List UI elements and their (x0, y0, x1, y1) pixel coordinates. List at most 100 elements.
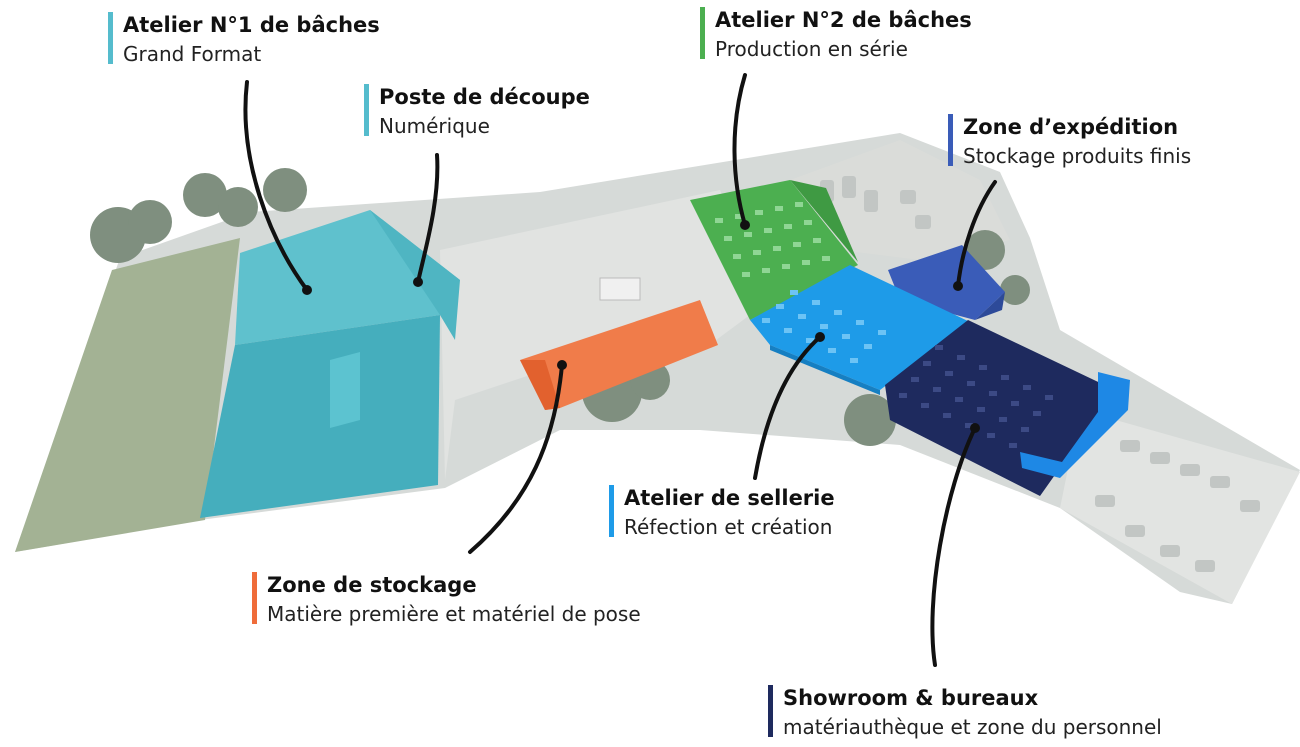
label-showroom-title: Showroom & bureaux (783, 686, 1039, 710)
roof-window (842, 334, 850, 339)
roof-window (755, 210, 763, 215)
roof-window (775, 206, 783, 211)
label-expedition: Zone d’expédition Stockage produits fini… (948, 112, 1191, 170)
roof-window (822, 256, 830, 261)
trees (90, 168, 1030, 446)
leader-atelier-1 (243, 80, 309, 292)
leader-stockage-dot (557, 360, 567, 370)
label-decoupe-title: Poste de découpe (379, 85, 590, 109)
roof-window (987, 433, 995, 438)
label-atelier-2-title: Atelier N°2 de bâches (715, 8, 972, 32)
label-showroom-bar (768, 685, 773, 737)
leader-decoupe (416, 153, 440, 284)
roof-window (820, 324, 828, 329)
roof-window (864, 344, 872, 349)
label-atelier-1-bar (108, 12, 113, 64)
grass-area (15, 238, 240, 552)
label-sellerie-subtitle: Réfection et création (624, 515, 833, 539)
roof-window (878, 330, 886, 335)
leader-decoupe-dot (413, 277, 423, 287)
roof-window (834, 310, 842, 315)
roof-window (753, 250, 761, 255)
roof-window (935, 345, 943, 350)
label-atelier-1-title: Atelier N°1 de bâches (123, 13, 380, 37)
label-showroom: Showroom & bureaux matériauthèque et zon… (768, 683, 1162, 741)
roof-window (828, 348, 836, 353)
roof-window (733, 254, 741, 259)
roof-window (999, 417, 1007, 422)
roof-window (923, 361, 931, 366)
leader-lines (243, 73, 997, 667)
roof-window (1045, 395, 1053, 400)
roof-window (762, 268, 770, 273)
label-atelier-2-bar (700, 7, 705, 59)
label-decoupe: Poste de découpe Numérique (364, 82, 590, 140)
roof-window (856, 320, 864, 325)
roof-window (764, 228, 772, 233)
roof-window (742, 272, 750, 277)
roof-window (957, 355, 965, 360)
roof-window (812, 300, 820, 305)
roof-window (762, 318, 770, 323)
roof-window (773, 246, 781, 251)
roof-window (793, 242, 801, 247)
label-showroom-subtitle: matériauthèque et zone du personnel (783, 715, 1162, 739)
roof-window (1001, 375, 1009, 380)
building-atelier-1 (200, 210, 460, 518)
leader-atelier-2-dot (740, 220, 750, 230)
leader-expedition-dot (953, 281, 963, 291)
label-stockage-title: Zone de stockage (267, 573, 477, 597)
roof-window (798, 314, 806, 319)
roof-window (813, 238, 821, 243)
label-atelier-2-subtitle: Production en série (715, 37, 908, 61)
roof-window (795, 202, 803, 207)
building-showroom (885, 320, 1130, 496)
window-markers (715, 202, 1053, 448)
roof-window (1011, 401, 1019, 406)
roof-window (933, 387, 941, 392)
roof-window (782, 264, 790, 269)
roof-window (850, 358, 858, 363)
building-sellerie (750, 265, 970, 395)
roof-window (715, 218, 723, 223)
trailer (599, 277, 641, 301)
label-decoupe-subtitle: Numérique (379, 114, 490, 138)
roof-window (802, 260, 810, 265)
leader-sellerie-dot (815, 332, 825, 342)
parking-lot-right (1060, 410, 1300, 604)
roof-window (1033, 411, 1041, 416)
leader-showroom (930, 426, 977, 667)
building-stockage (520, 300, 718, 410)
roof-window (735, 214, 743, 219)
roof-window (744, 232, 752, 237)
roof-window (979, 365, 987, 370)
roof-window (784, 328, 792, 333)
leader-stockage (468, 363, 564, 554)
roof-window (943, 413, 951, 418)
roof-window (911, 377, 919, 382)
roof-window (921, 403, 929, 408)
label-sellerie-bar (609, 485, 614, 537)
label-sellerie: Atelier de sellerie Réfection et créatio… (609, 483, 835, 541)
label-atelier-2: Atelier N°2 de bâches Production en séri… (700, 5, 972, 63)
roof-window (967, 381, 975, 386)
roof-window (899, 393, 907, 398)
roof-window (945, 371, 953, 376)
roof-window (784, 224, 792, 229)
label-expedition-subtitle: Stockage produits finis (963, 144, 1192, 168)
roof-window (965, 423, 973, 428)
roof-window (804, 220, 812, 225)
roof-window (806, 338, 814, 343)
roof-window (1023, 385, 1031, 390)
leader-showroom-dot (970, 423, 980, 433)
label-atelier-1: Atelier N°1 de bâches Grand Format (108, 10, 380, 68)
leader-atelier-1-dot (302, 285, 312, 295)
label-stockage: Zone de stockage Matière première et mat… (252, 570, 641, 628)
label-expedition-bar (948, 114, 953, 166)
leader-expedition (956, 180, 997, 288)
label-decoupe-bar (364, 84, 369, 136)
roof-window (790, 290, 798, 295)
label-expedition-title: Zone d’expédition (963, 115, 1179, 139)
roof-window (724, 236, 732, 241)
